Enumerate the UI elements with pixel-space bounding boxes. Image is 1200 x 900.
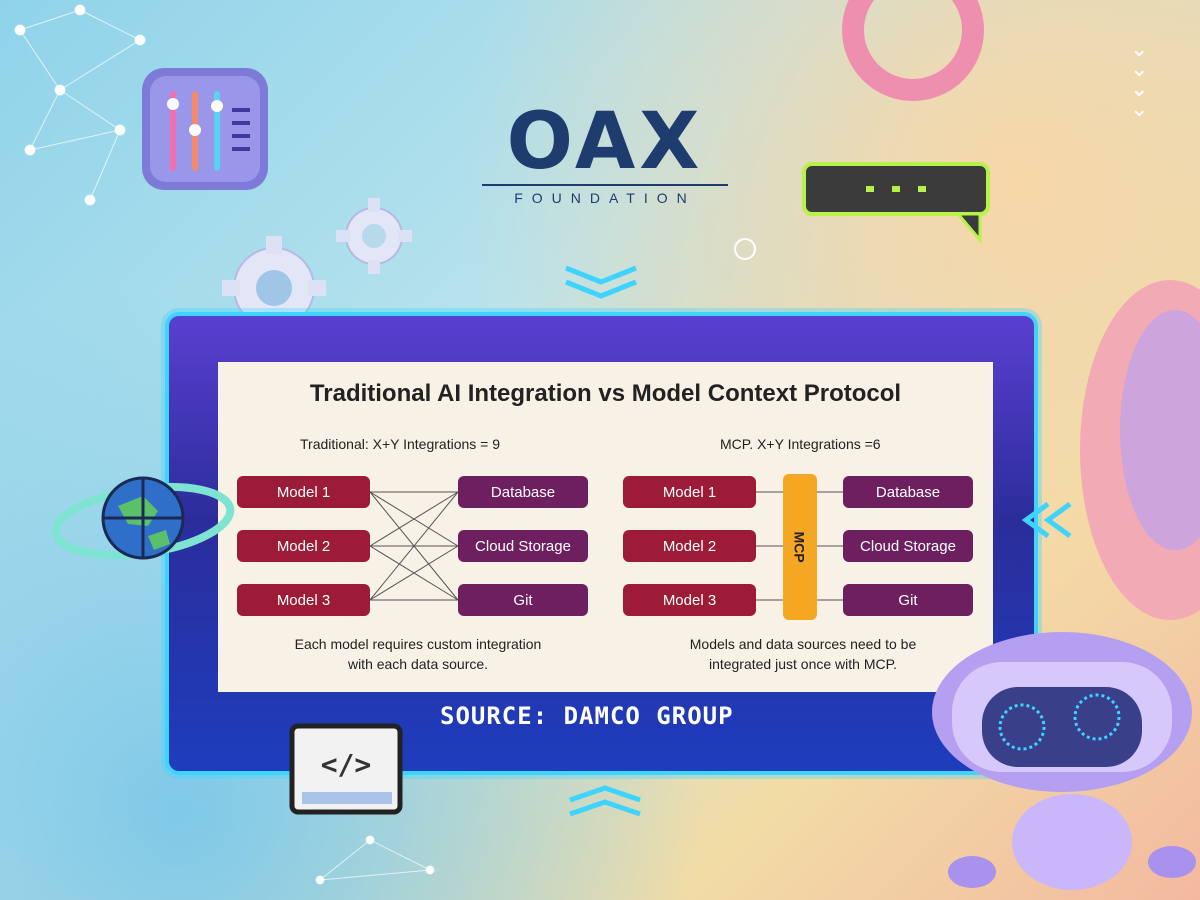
mcp-source-cloud-storage: Cloud Storage [843, 530, 973, 562]
network-pattern-icon [14, 4, 146, 206]
mcp-hub-label: MCP [792, 531, 808, 563]
mcp-caption-line-1: Models and data sources need to be [689, 636, 917, 652]
traditional-model-2: Model 2 [237, 530, 370, 562]
edge-m2-db [369, 491, 459, 547]
mcp-caption: Models and data sources need to be integ… [618, 634, 988, 674]
traditional-caption-line-2: with each data source. [347, 656, 489, 672]
traditional-source-cloud-storage: Cloud Storage [458, 530, 588, 562]
logo-wordmark: OAX [506, 97, 704, 187]
traditional-subtitle: Traditional: X+Y Integrations = 9 [300, 436, 501, 452]
robot-icon [932, 632, 1196, 890]
traditional-model-1: Model 1 [237, 476, 370, 508]
blob-decoration-icon [1080, 280, 1200, 620]
diagram-card: Traditional AI Integration vs Model Cont… [218, 362, 993, 692]
traditional-source-database: Database [458, 476, 588, 508]
mcp-model-2: Model 2 [623, 530, 756, 562]
diagram-title: Traditional AI Integration vs Model Cont… [309, 380, 902, 407]
mcp-hub: MCP [783, 474, 817, 620]
chat-bubble-icon [802, 162, 990, 245]
mcp-source-git: Git [843, 584, 973, 616]
small-ring-icon [734, 238, 756, 260]
mcp-model-3: Model 3 [623, 584, 756, 616]
traditional-caption: Each model requires custom integration w… [238, 634, 598, 674]
edge-m3-db [369, 491, 459, 601]
up-chevron-icon [569, 785, 641, 817]
double-chevron-icon [565, 265, 637, 299]
left-chevron-icon [1021, 501, 1072, 539]
logo-subtitle: FOUNDATION [514, 190, 696, 206]
oax-foundation-logo: OAX FOUNDATION [470, 100, 740, 206]
code-icon: </> [289, 723, 403, 815]
chevron-icon: ⌄⌄⌄⌄ [1130, 37, 1149, 122]
traditional-model-3: Model 3 [237, 584, 370, 616]
mcp-model-1: Model 1 [623, 476, 756, 508]
svg-text:</>: </> [321, 748, 372, 781]
logo-divider [482, 184, 728, 186]
network-pattern-bottom-icon [315, 835, 435, 885]
globe-icon [51, 476, 235, 560]
ring-decoration-icon [842, 0, 984, 101]
mixer-app-icon [142, 68, 268, 190]
mcp-source-database: Database [843, 476, 973, 508]
mcp-caption-line-2: integrated just once with MCP. [708, 656, 898, 672]
traditional-source-git: Git [458, 584, 588, 616]
connection-lines [369, 491, 843, 601]
source-label: SOURCE: DAMCO GROUP [440, 702, 734, 730]
traditional-caption-line-1: Each model requires custom integration [294, 636, 542, 652]
edge-m3-cloud [369, 545, 459, 601]
mcp-subtitle: MCP. X+Y Integrations =6 [720, 436, 881, 452]
